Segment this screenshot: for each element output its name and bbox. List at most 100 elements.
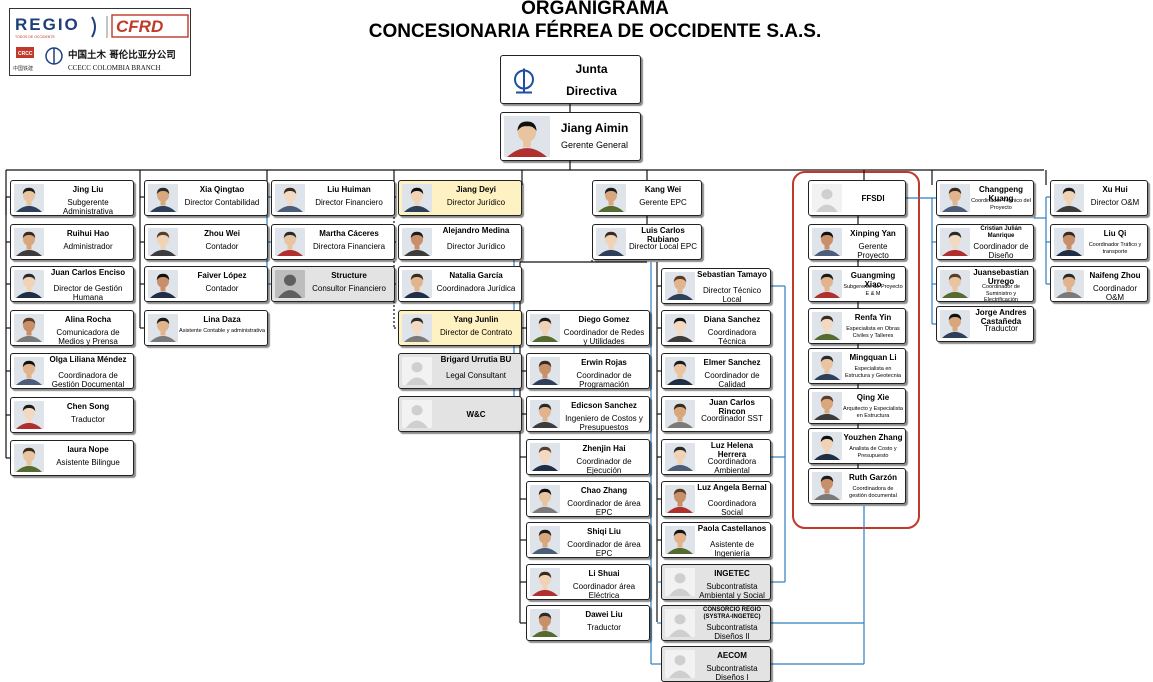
crcc-emblem — [16, 47, 34, 58]
ffsdi-group-frame — [792, 171, 920, 529]
person-photo — [14, 228, 44, 256]
person-name: Cristian Julián Manrique — [980, 226, 1022, 239]
person-role: Coordinador O&M — [1092, 284, 1138, 302]
person-photo — [665, 568, 695, 596]
person-role: Director Financiero — [315, 198, 383, 207]
person-name: Structure — [331, 271, 367, 280]
person-name: Liu Qi — [1103, 229, 1127, 238]
person-photo — [665, 526, 695, 554]
person-photo — [402, 314, 432, 342]
person-name: Diana Sanchez — [703, 315, 761, 324]
person-photo — [148, 184, 178, 212]
person-name: Jiang Deyi — [455, 185, 496, 194]
person-role: Coordinadora Ambiental — [707, 457, 757, 475]
person-name: Mingquan Li — [849, 353, 897, 362]
person-name: Luz Helena Herrera — [710, 441, 754, 459]
person-role: Contador — [205, 242, 239, 251]
person-photo — [812, 184, 842, 212]
person-photo — [402, 184, 432, 212]
person-role: Contador — [205, 284, 239, 293]
person-photo — [275, 228, 305, 256]
person-name: Alejandro Medina — [442, 226, 510, 235]
person-name: Junta — [575, 62, 608, 76]
person-photo — [665, 485, 695, 513]
person-role: Traductor — [71, 415, 105, 424]
person-role: Asistente Bilingue — [56, 458, 120, 467]
person-name: Elmer Sanchez — [703, 358, 761, 367]
person-role: Consultor Financiero — [312, 284, 386, 293]
person-name: Alina Rocha — [64, 315, 112, 324]
person-role: Director Jurídico — [446, 198, 506, 207]
person-role: Asistente Contable y administrativa — [179, 328, 265, 334]
person-role: Director de Contrato — [439, 328, 513, 337]
logos-graphic: REGIO TODOS DE OCCIDENTE CFRD CRCC 中国铁建 … — [13, 14, 189, 72]
person-role: Gerente EPC — [639, 198, 687, 207]
person-role: Analista de Costo y Presupuesto — [849, 446, 897, 459]
person-photo — [812, 352, 842, 380]
person-name: Jiang Aimin — [560, 121, 629, 135]
regio-tagline: TODOS DE OCCIDENTE — [15, 35, 55, 39]
person-name: Ruihui Hao — [66, 229, 110, 238]
person-photo — [402, 357, 432, 385]
cr-group-text: 中国铁建 — [13, 65, 33, 72]
person-photo — [665, 357, 695, 385]
person-name: AECOM — [717, 651, 747, 660]
person-role: Coordinador de Suministro y Electrificac… — [982, 284, 1020, 302]
person-role: Traductor — [587, 623, 621, 632]
cfrd-logo: CFRD — [116, 17, 163, 36]
person-role: Coordinador de área EPC — [567, 540, 641, 558]
person-photo — [14, 314, 44, 342]
person-photo — [812, 392, 842, 420]
person-name: Renfa Yin — [854, 313, 892, 322]
person-name: CONSORCIO REGIO (SYSTRA-INGETEC) — [702, 607, 761, 620]
person-photo — [530, 485, 560, 513]
person-role: Coordinadora Técnica — [707, 328, 757, 346]
person-photo — [402, 400, 432, 428]
person-role: Subcontratista Diseños I — [706, 664, 758, 682]
person-photo — [14, 444, 44, 472]
person-photo — [665, 609, 695, 637]
person-photo — [275, 270, 305, 298]
person-role: Coordinador de Redes y Utilidades — [563, 328, 645, 346]
person-name: Xia Qingtao — [199, 185, 245, 194]
person-name: Ruth Garzón — [849, 473, 897, 482]
person-name: Olga Liliana Méndez — [49, 355, 127, 364]
person-photo — [940, 270, 970, 298]
person-photo — [665, 443, 695, 471]
person-photo — [1054, 184, 1084, 212]
person-photo — [1054, 270, 1084, 298]
person-name: Guangming Xiao — [850, 271, 896, 289]
person-name: Erwin Rojas — [581, 358, 627, 367]
person-role: Gerente Proyecto — [857, 242, 889, 260]
chart-title: ORGANIGRAMA — [521, 0, 669, 19]
person-name: Juansebastian Urrego — [973, 268, 1029, 286]
person-role: Ingeniero de Costos y Presupuestos — [565, 414, 643, 432]
person-name: Natalia García — [449, 271, 503, 280]
person-name: Faiver López — [197, 271, 247, 280]
person-photo — [812, 228, 842, 256]
person-role: Traductor — [984, 324, 1018, 333]
org-card: W&C — [398, 396, 522, 432]
person-photo — [812, 472, 842, 500]
person-photo — [940, 310, 970, 338]
person-role: Legal Consultant — [445, 371, 507, 380]
